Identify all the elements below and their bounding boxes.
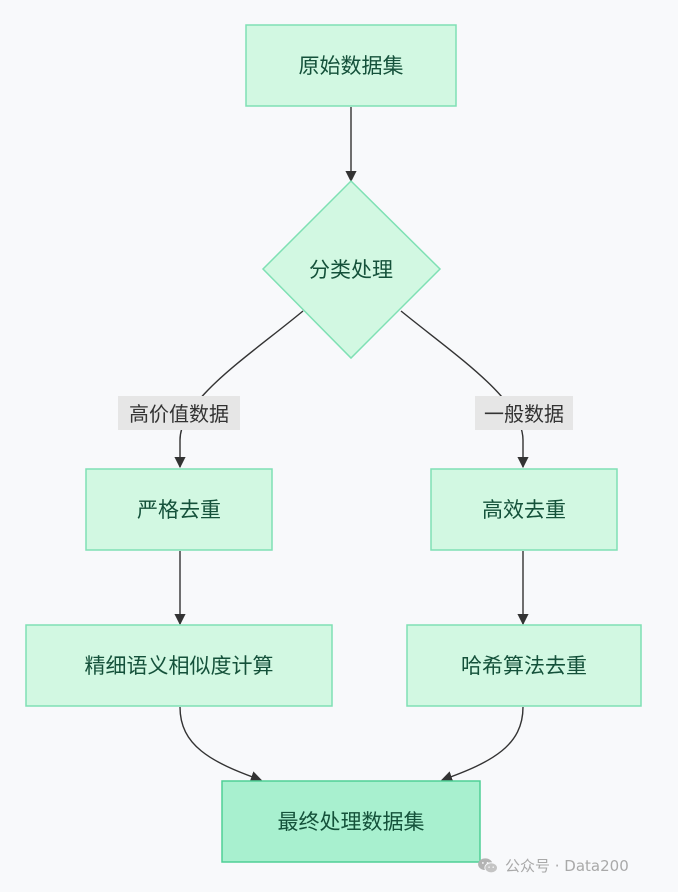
node-strict-dedup-label: 严格去重	[137, 498, 221, 522]
node-strict-dedup: 严格去重	[85, 468, 273, 551]
watermark: 公众号 · Data200	[477, 855, 629, 876]
edge-hash-to-final	[440, 706, 524, 782]
edge-similarity-to-final	[179, 706, 263, 782]
node-source-dataset: 原始数据集	[245, 24, 457, 107]
wechat-icon	[478, 857, 498, 873]
edge-label-high-value-text: 高价值数据	[129, 402, 229, 426]
edge-label-high-value: 高价值数据	[118, 396, 240, 430]
node-similarity-calc: 精细语义相似度计算	[25, 624, 333, 707]
node-classify-decision-label: 分类处理	[309, 258, 393, 282]
node-final-dataset: 最终处理数据集	[221, 780, 481, 863]
edge-classify-to-efficient	[400, 310, 529, 469]
node-efficient-dedup: 高效去重	[430, 468, 618, 551]
node-efficient-dedup-label: 高效去重	[482, 498, 566, 522]
edge-label-general-text: 一般数据	[484, 402, 564, 426]
watermark-text: 公众号 · Data200	[505, 857, 629, 875]
node-source-dataset-label: 原始数据集	[299, 54, 404, 78]
node-hash-dedup: 哈希算法去重	[406, 624, 642, 707]
edge-classify-to-strict	[174, 310, 304, 469]
node-classify-decision: 分类处理	[261, 179, 442, 360]
node-similarity-calc-label: 精细语义相似度计算	[85, 654, 274, 678]
node-final-dataset-label: 最终处理数据集	[278, 810, 425, 834]
edge-label-general: 一般数据	[475, 396, 573, 430]
node-hash-dedup-label: 哈希算法去重	[461, 654, 587, 678]
